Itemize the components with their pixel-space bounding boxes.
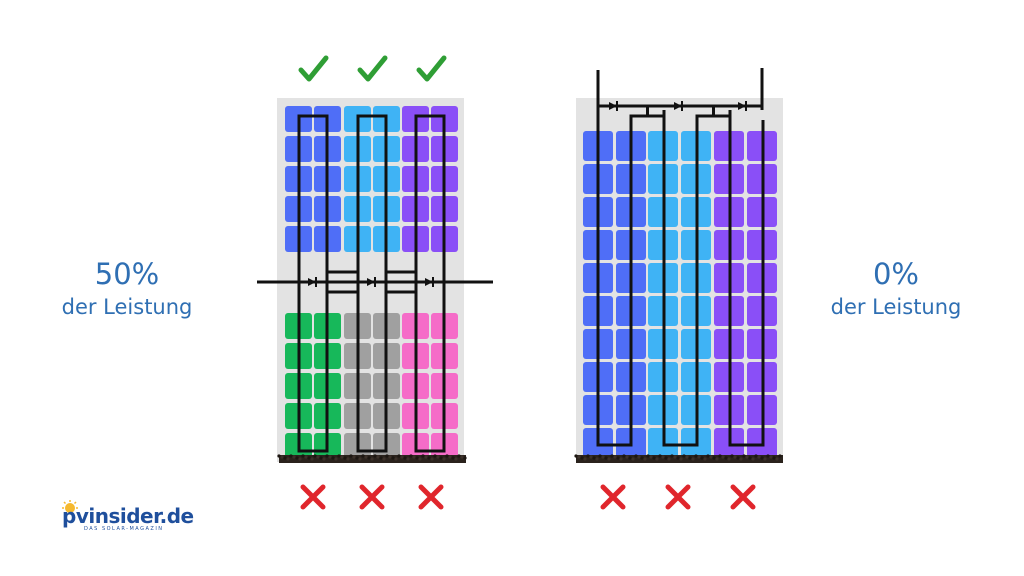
right-power-label: 0% der Leistung [786,256,1006,322]
top-substring [344,106,400,252]
left-caption: der Leistung [61,295,193,319]
cross-icon [730,484,756,510]
cross-icon [359,484,385,510]
bypass-diode-icon [674,101,683,111]
logo-tagline: DAS SOLAR-MAGAZIN [84,526,164,532]
string-wiring [257,114,493,453]
cross-icon [665,484,691,510]
cross-icon [300,484,326,510]
right-percent: 0% [872,257,919,291]
soil-strip [574,454,783,463]
half-cut-solar-module [257,98,493,463]
bypass-diode-icon [308,277,317,287]
logo-brand: pvinsider.de [62,504,194,528]
sun-icon [62,500,78,513]
string-wiring [596,68,765,447]
check-icon [357,55,388,82]
right-caption: der Leistung [830,295,962,319]
bypass-diode-icon [425,277,434,287]
check-icon [298,55,329,82]
left-percent: 50% [94,257,160,291]
soil-strip [277,454,467,463]
check-icon [416,55,447,82]
bypass-diode-icon [367,277,376,287]
cross-icon [418,484,444,510]
pvinsider-logo: pvinsider.de DAS SOLAR-MAGAZIN [50,500,194,536]
bottom-substring [344,313,400,459]
full-cell-solar-module [574,68,783,463]
bypass-diode-icon [609,101,618,111]
bypass-diode-icon [738,101,747,111]
left-power-label: 50% der Leistung [17,256,237,322]
cross-icon [600,484,626,510]
